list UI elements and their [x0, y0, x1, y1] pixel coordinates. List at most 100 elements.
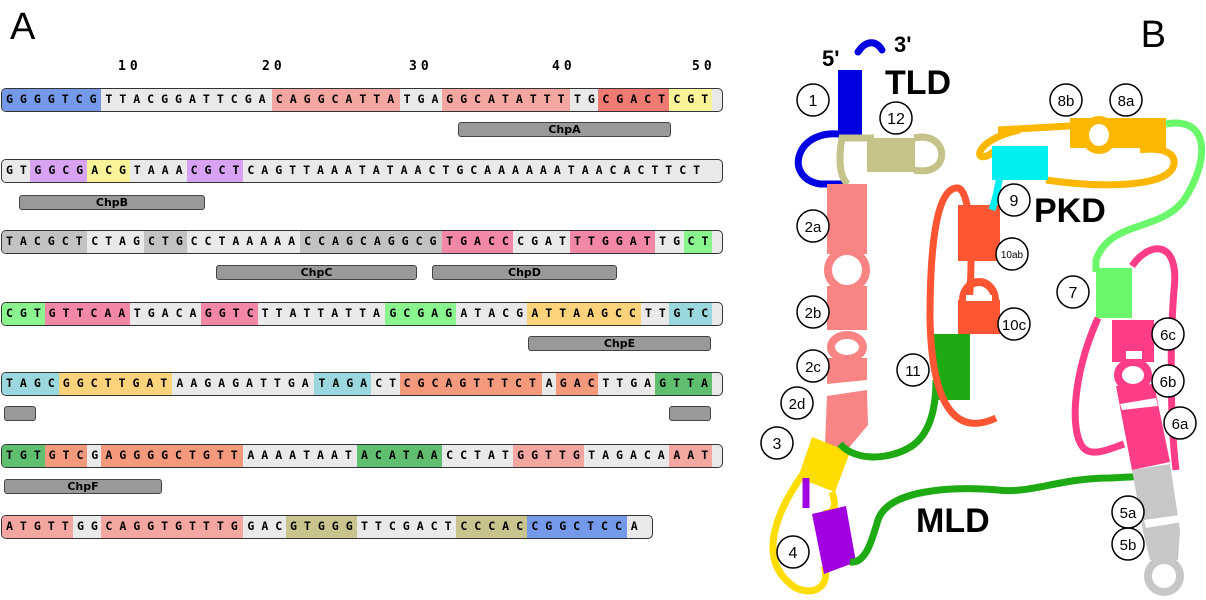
- sequence-segment: TTGGAT: [569, 231, 656, 253]
- chp-bar-chpe: ChpE: [528, 336, 711, 351]
- sequence-segment: ACG: [87, 160, 130, 182]
- sequence-segment: CGT: [2, 303, 45, 325]
- sequence-segment: GTC: [44, 445, 88, 467]
- chp-bar-small-right: [669, 406, 711, 421]
- sequence-segment: AAGAGATTGA: [172, 373, 315, 395]
- sequence-segment: CGACT: [598, 89, 670, 111]
- j2-11-connector: [837, 379, 940, 461]
- ruler-tick-50: 50: [692, 59, 716, 74]
- domain-label-mld: MLD: [916, 502, 990, 540]
- helix-10c: [958, 300, 1000, 334]
- sequence-segment: TAGC: [2, 373, 59, 395]
- sequence-row: GTGGCGACGTAAACGCTCAGTTAAATATAACTGCAAAAAA…: [1, 159, 723, 183]
- label-three-prime: 3': [894, 32, 911, 57]
- helix-label-7: 7: [1056, 275, 1090, 309]
- sequence-segment: GTTCAA: [44, 303, 130, 325]
- svg-text:3: 3: [773, 436, 782, 453]
- sequence-segment: TAGA: [314, 373, 372, 395]
- sequence-segment: CCTAT: [442, 445, 514, 467]
- helix-6-inner-strand: [1071, 316, 1126, 456]
- sequence-segment: TTCGACT: [356, 516, 457, 538]
- ruler-tick-10: 10: [118, 59, 142, 74]
- mld-connector: [849, 472, 1149, 566]
- svg-text:6b: 6b: [1160, 374, 1177, 391]
- helix-9: [992, 146, 1048, 180]
- chp-bar-small-left: [4, 406, 36, 421]
- internal-loop-2b: [827, 331, 867, 363]
- tld-loop: [794, 130, 850, 188]
- sequence-segment: CCTAAAAA: [186, 231, 301, 253]
- svg-text:5a: 5a: [1120, 505, 1137, 522]
- sequence-segment: TGA: [399, 89, 443, 111]
- svg-text:6c: 6c: [1160, 327, 1176, 344]
- structure-diagram: 5' 3' TLD PKD MLD 1 12 8b 8a 9 2a 10ab 7…: [760, 32, 1206, 596]
- helix-label-6c: 6c: [1151, 317, 1185, 351]
- sequence-segment: GGTC: [200, 303, 258, 325]
- helix-label-2c: 2c: [796, 349, 830, 383]
- helix-3: [798, 437, 850, 492]
- sequence-segment: CCCAC: [456, 516, 528, 538]
- svg-text:10c: 10c: [1002, 317, 1027, 334]
- helix-label-11: 11: [896, 353, 930, 387]
- sequence-segment: GT: [2, 160, 31, 182]
- helix-12-strand: [836, 134, 874, 187]
- helix-label-2d: 2d: [780, 386, 814, 420]
- helix-label-8b: 8b: [1049, 83, 1083, 117]
- sequence-segment: GTTA: [655, 373, 712, 395]
- bulge-6c: [1126, 351, 1142, 359]
- svg-text:10ab: 10ab: [1001, 250, 1024, 261]
- sequence-segment: CGGCTCC: [527, 516, 627, 538]
- helix-label-10c: 10c: [997, 307, 1031, 341]
- sequence-segment: ACATAA: [356, 445, 443, 467]
- helix-10ab: [958, 205, 1000, 261]
- sequence-segment: A: [541, 373, 556, 395]
- three-prime-tail: [854, 39, 886, 56]
- sequence-row: ATGTTGGCAGGTGTTTGGACGTGGGTTCGACTCCCACCGG…: [1, 515, 653, 539]
- helix-label-5b: 5b: [1111, 527, 1145, 561]
- internal-loop-6: [1114, 358, 1152, 392]
- helix-2d: [825, 390, 868, 450]
- sequence-segment: TG: [655, 231, 684, 253]
- helix-label-3: 3: [760, 426, 794, 460]
- bulge-10: [966, 295, 992, 301]
- sequence-segment: CGCAGTTTCT: [399, 373, 542, 395]
- helix-2a: [827, 184, 867, 254]
- sequence-segment: TAGACA: [584, 445, 670, 467]
- chp-bar-chpa: ChpA: [458, 122, 671, 137]
- sequence-segment: AGGGGCTGTT: [101, 445, 244, 467]
- chp-bar-chpf: ChpF: [4, 479, 162, 494]
- svg-text:2b: 2b: [805, 305, 822, 322]
- chp-bar-chpb: ChpB: [19, 195, 205, 210]
- label-five-prime: 5': [822, 46, 839, 71]
- panel-b-secondary-structure: B: [740, 0, 1206, 600]
- sequence-segment: TTGA: [598, 373, 656, 395]
- helix-label-9: 9: [997, 183, 1031, 217]
- helix-label-4: 4: [776, 535, 810, 569]
- sequence-segment: TGT: [2, 445, 45, 467]
- sequence-segment: GGCATATTT: [442, 89, 570, 111]
- svg-text:5b: 5b: [1120, 537, 1137, 554]
- svg-text:4: 4: [789, 545, 798, 562]
- sequence-segment: TTATTATTA: [257, 303, 386, 325]
- domain-label-pkd: PKD: [1034, 192, 1106, 230]
- sequence-segment: AAAATAAT: [243, 445, 357, 467]
- helix-2b: [827, 286, 867, 330]
- sequence-segment: ATTAAGCC: [527, 303, 641, 325]
- chp-bar-chpd: ChpD: [432, 265, 617, 280]
- helix-4: [812, 506, 856, 574]
- svg-text:7: 7: [1069, 285, 1078, 302]
- helix-label-2b: 2b: [796, 295, 830, 329]
- sequence-segment: GGGGTCG: [2, 89, 102, 111]
- sequence-segment: A: [626, 516, 641, 538]
- internal-loop-8: [1081, 116, 1117, 154]
- sequence-segment: CT: [683, 231, 712, 253]
- sequence-row: TAGCGGCTTGATAAGAGATTGATAGACTCGCAGTTTCTAG…: [1, 372, 723, 396]
- sequence-segment: CAGGTGTTTG: [101, 516, 244, 538]
- j8-7-connector: [1092, 119, 1206, 272]
- svg-text:2d: 2d: [789, 396, 806, 413]
- sequence-segment: TAAA: [129, 160, 187, 182]
- sequence-segment: GGCG: [30, 160, 88, 182]
